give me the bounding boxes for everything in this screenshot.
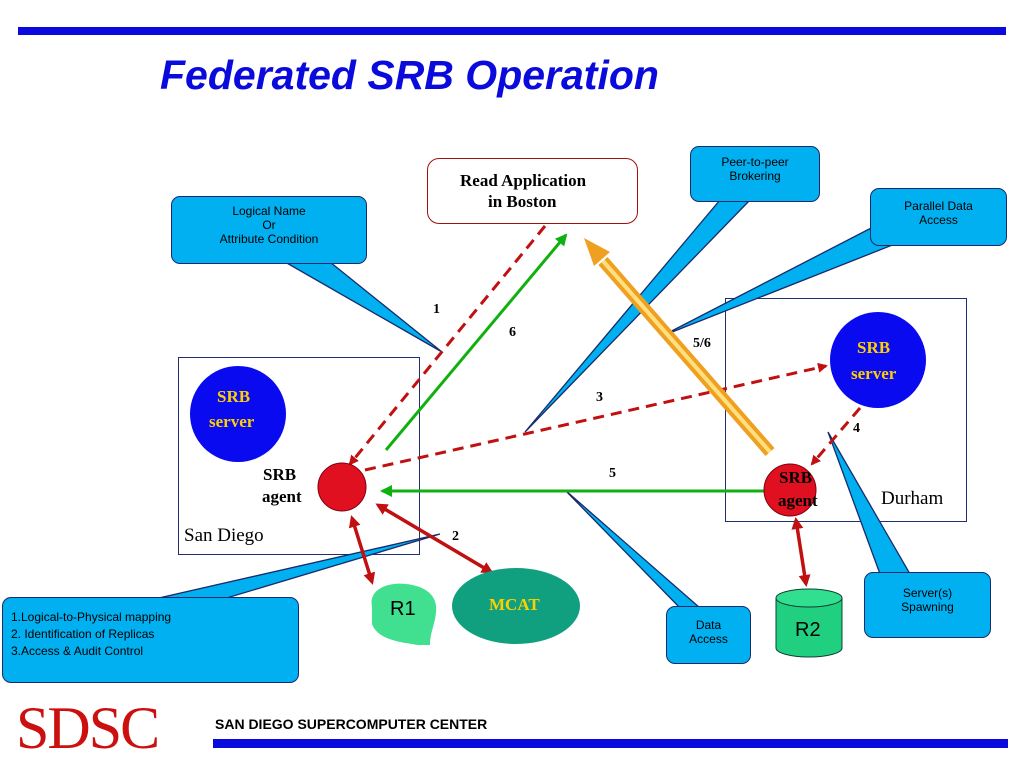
top-rule bbox=[18, 27, 1006, 35]
durham-srb-server bbox=[830, 312, 926, 408]
durham-server-label-2: server bbox=[851, 364, 897, 383]
read-app-line1: Read Application bbox=[460, 171, 587, 190]
parallel-callout: Parallel Data Access bbox=[870, 188, 1007, 246]
spawning-callout: Server(s) Spawning bbox=[864, 572, 991, 638]
sd-server-label-1: SRB bbox=[217, 387, 251, 406]
arrow-step-2 bbox=[375, 503, 494, 574]
data-access-line1: Data bbox=[695, 618, 722, 632]
arrow-step-1 bbox=[348, 225, 547, 466]
mapping-callout: 1.Logical-to-Physical mapping 2. Identif… bbox=[2, 597, 299, 683]
p2p-line1: Peer-to-peer bbox=[721, 155, 789, 169]
mapping-line1: 1.Logical-to-Physical mapping bbox=[11, 610, 172, 624]
durham-agent-label-1: SRB bbox=[779, 468, 813, 487]
step-4-label: 4 bbox=[853, 421, 860, 436]
r2-label: R2 bbox=[795, 619, 821, 641]
san-diego-site-box bbox=[178, 357, 420, 555]
arrow-step-6 bbox=[384, 233, 568, 451]
data-access-line2: Access bbox=[689, 632, 728, 646]
durham-label: Durham bbox=[881, 488, 944, 509]
arrow-agent-r2 bbox=[791, 517, 811, 587]
step-6-label: 6 bbox=[509, 325, 516, 340]
spawning-line1: Server(s) bbox=[902, 586, 953, 600]
durham-agent-label-2: agent bbox=[778, 491, 818, 510]
read-application-box: Read Application in Boston bbox=[427, 158, 638, 224]
r1-resource bbox=[371, 583, 437, 645]
step-1-label: 1 bbox=[433, 302, 440, 317]
durham-srb-agent bbox=[763, 463, 817, 517]
step-3-label: 3 bbox=[596, 390, 603, 405]
logical-name-callout: Logical Name Or Attribute Condition bbox=[171, 196, 367, 264]
spawning-line2: Spawning bbox=[901, 600, 954, 614]
page-title: Federated SRB Operation bbox=[160, 52, 659, 98]
arrow-step-4 bbox=[810, 407, 862, 466]
step-2-label: 2 bbox=[452, 529, 459, 544]
sdsc-logo: SDSC bbox=[16, 695, 160, 761]
arrow-step-5-6 bbox=[584, 238, 775, 456]
bottom-rule bbox=[213, 739, 1008, 748]
mcat-database bbox=[452, 568, 580, 644]
sd-srb-server bbox=[190, 366, 286, 462]
sd-server-label-2: server bbox=[209, 412, 255, 431]
logical-name-line1: Logical Name bbox=[232, 204, 306, 218]
step-5-label: 5 bbox=[609, 466, 616, 481]
arrow-agent-r1 bbox=[348, 515, 376, 585]
mapping-line3: 3.Access & Audit Control bbox=[11, 644, 144, 658]
p2p-callout: Peer-to-peer Brokering bbox=[690, 146, 820, 202]
r2-resource bbox=[775, 588, 843, 658]
sd-srb-agent bbox=[317, 462, 367, 512]
logical-name-line3: Attribute Condition bbox=[219, 232, 319, 246]
read-app-line2: in Boston bbox=[488, 192, 557, 211]
durham-server-label-1: SRB bbox=[857, 338, 891, 357]
sd-agent-label-1: SRB bbox=[263, 465, 297, 484]
footer-org-name: SAN DIEGO SUPERCOMPUTER CENTER bbox=[215, 716, 488, 732]
parallel-line1: Parallel Data bbox=[904, 199, 973, 213]
data-access-callout-tail bbox=[564, 489, 702, 609]
p2p-line2: Brokering bbox=[729, 169, 781, 183]
parallel-line2: Access bbox=[919, 213, 958, 227]
logical-name-callout-tail bbox=[282, 261, 443, 353]
sd-agent-label-2: agent bbox=[262, 487, 302, 506]
mapping-line2: 2. Identification of Replicas bbox=[11, 627, 155, 641]
data-access-callout: Data Access bbox=[666, 606, 751, 664]
arrow-step-3 bbox=[364, 362, 828, 472]
mcat-label: MCAT bbox=[489, 595, 540, 614]
logical-name-line2: Or bbox=[262, 218, 276, 232]
step-5-6-label: 5/6 bbox=[693, 336, 711, 351]
san-diego-label: San Diego bbox=[184, 525, 264, 546]
r1-label: R1 bbox=[390, 598, 416, 620]
